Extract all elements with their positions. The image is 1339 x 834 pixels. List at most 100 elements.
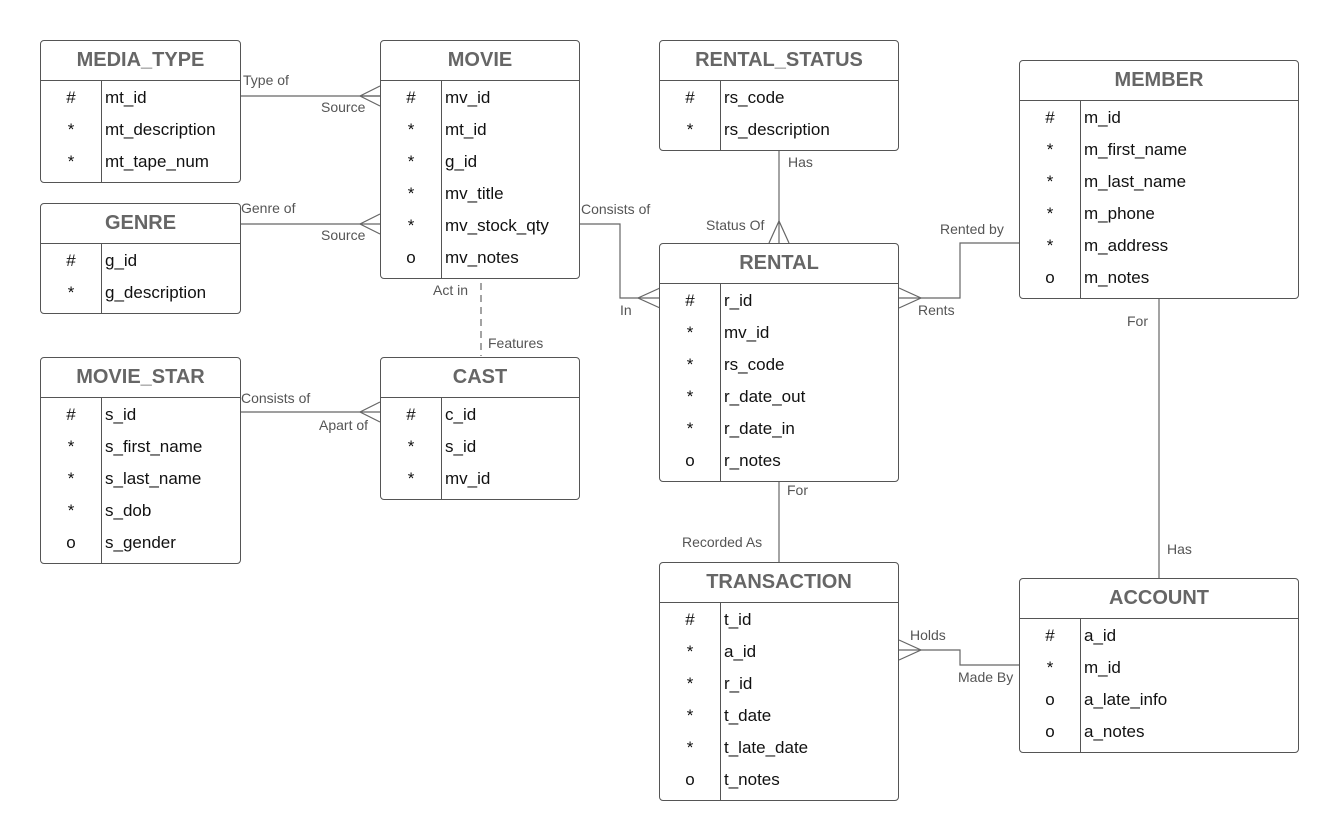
entity-title: MEMBER <box>1020 61 1298 101</box>
field-marker: * <box>686 706 694 725</box>
field-marker: * <box>686 323 694 342</box>
entity-member[interactable]: MEMBER#m_id*m_first_name*m_last_name*m_p… <box>1019 60 1299 299</box>
entity-rental-status[interactable]: RENTAL_STATUS#rs_code*rs_description <box>659 40 899 151</box>
field-name: rs_code <box>724 355 785 374</box>
field-name: mt_description <box>105 120 216 139</box>
entity-title: RENTAL <box>660 244 898 284</box>
entity-transaction[interactable]: TRANSACTION#t_id*a_id*r_id*t_date*t_late… <box>659 562 899 801</box>
field-name: m_phone <box>1084 204 1155 223</box>
label-genre-of: Genre of <box>241 200 296 216</box>
field-marker: * <box>686 738 694 757</box>
field-marker: # <box>1045 626 1055 645</box>
field-row: *s_first_name <box>41 431 240 463</box>
field-marker: * <box>407 120 415 139</box>
field-row: o mv_notes <box>381 242 579 274</box>
crows-foot-rental-member <box>898 287 923 309</box>
field-name: m_id <box>1084 108 1121 127</box>
crows-foot-cast-star <box>358 401 381 423</box>
field-row: # a_id <box>1020 620 1298 652</box>
field-marker: * <box>407 437 415 456</box>
label-source-media: Source <box>321 99 366 115</box>
field-marker: * <box>67 152 75 171</box>
entity-title: RENTAL_STATUS <box>660 41 898 81</box>
field-row: *r_date_in <box>660 413 898 445</box>
field-name: r_notes <box>724 451 781 470</box>
field-name: mv_notes <box>445 248 519 267</box>
field-marker: o <box>1045 722 1055 741</box>
field-name: g_id <box>445 152 478 171</box>
field-row: *s_dob <box>41 495 240 527</box>
field-name: mt_id <box>105 88 147 107</box>
field-name: m_address <box>1084 236 1169 255</box>
label-status-of: Status Of <box>706 217 765 233</box>
label-recorded-as: Recorded As <box>682 534 763 550</box>
field-marker: * <box>1046 204 1054 223</box>
field-name: s_first_name <box>105 437 203 456</box>
entity-genre[interactable]: GENRE#g_id*g_description <box>40 203 241 314</box>
field-row: *r_date_out <box>660 381 898 413</box>
crows-foot-transaction-account <box>898 639 923 661</box>
entity-movie[interactable]: MOVIE#mv_id*mt_id*g_id*mv_title*mv_stock… <box>380 40 580 279</box>
field-marker: * <box>686 642 694 661</box>
entity-rental[interactable]: RENTAL#r_id*mv_id*rs_code*r_date_out*r_d… <box>659 243 899 482</box>
entity-cast[interactable]: CAST#c_id*s_id*mv_id <box>380 357 580 500</box>
crows-foot-rental-status <box>768 219 790 244</box>
field-marker: * <box>1046 658 1054 677</box>
field-name: mv_id <box>724 323 770 342</box>
field-marker: o <box>406 248 416 267</box>
field-name: c_id <box>445 405 477 424</box>
field-row: *t_late_date <box>660 732 898 764</box>
field-name: t_id <box>724 610 752 629</box>
entity-title: CAST <box>381 358 579 398</box>
field-name: mv_title <box>445 184 504 203</box>
field-marker: # <box>66 88 76 107</box>
field-name: mt_id <box>445 120 487 139</box>
field-row: #t_id <box>660 604 898 636</box>
label-act-in: Act in <box>433 282 469 298</box>
label-for-rental: For <box>787 482 808 498</box>
field-row: * a_id <box>660 636 898 668</box>
label-in: In <box>620 302 632 318</box>
field-name: m_last_name <box>1084 172 1187 191</box>
field-name: a_id <box>724 642 757 661</box>
crows-foot-movie-media <box>358 85 381 107</box>
field-name: s_last_name <box>105 469 202 488</box>
field-row: *mv_id <box>381 463 579 495</box>
field-marker: * <box>1046 172 1054 191</box>
field-name: r_date_out <box>724 387 806 406</box>
label-consists-of-movie: Consists of <box>581 201 651 217</box>
field-row: #g_id <box>41 245 240 277</box>
field-name: g_id <box>105 251 138 270</box>
field-row: *m_id <box>1020 652 1298 684</box>
entity-movie-star[interactable]: MOVIE_STAR#s_id*s_first_name*s_last_name… <box>40 357 241 564</box>
label-made-by: Made By <box>958 669 1014 685</box>
field-row: *t_date <box>660 700 898 732</box>
entity-title: MOVIE_STAR <box>41 358 240 398</box>
label-for-member: For <box>1127 313 1148 329</box>
field-name: t_notes <box>724 770 780 789</box>
field-name: r_date_in <box>724 419 795 438</box>
field-list: #r_id*mv_id*rs_code*r_date_out*r_date_in… <box>660 284 898 481</box>
field-name: a_id <box>1084 626 1117 645</box>
entity-media-type[interactable]: MEDIA_TYPE#mt_id*mt_description*mt_tape_… <box>40 40 241 183</box>
field-marker: # <box>1045 108 1055 127</box>
field-marker: * <box>686 120 694 139</box>
crows-foot-movie-genre <box>358 213 381 235</box>
link-movie-rental <box>580 223 660 299</box>
field-name: s_id <box>445 437 477 456</box>
field-marker: * <box>686 674 694 693</box>
field-marker: * <box>1046 140 1054 159</box>
field-marker: * <box>407 216 415 235</box>
field-name: m_notes <box>1084 268 1150 287</box>
field-name: mv_id <box>445 469 491 488</box>
field-marker: # <box>66 405 76 424</box>
